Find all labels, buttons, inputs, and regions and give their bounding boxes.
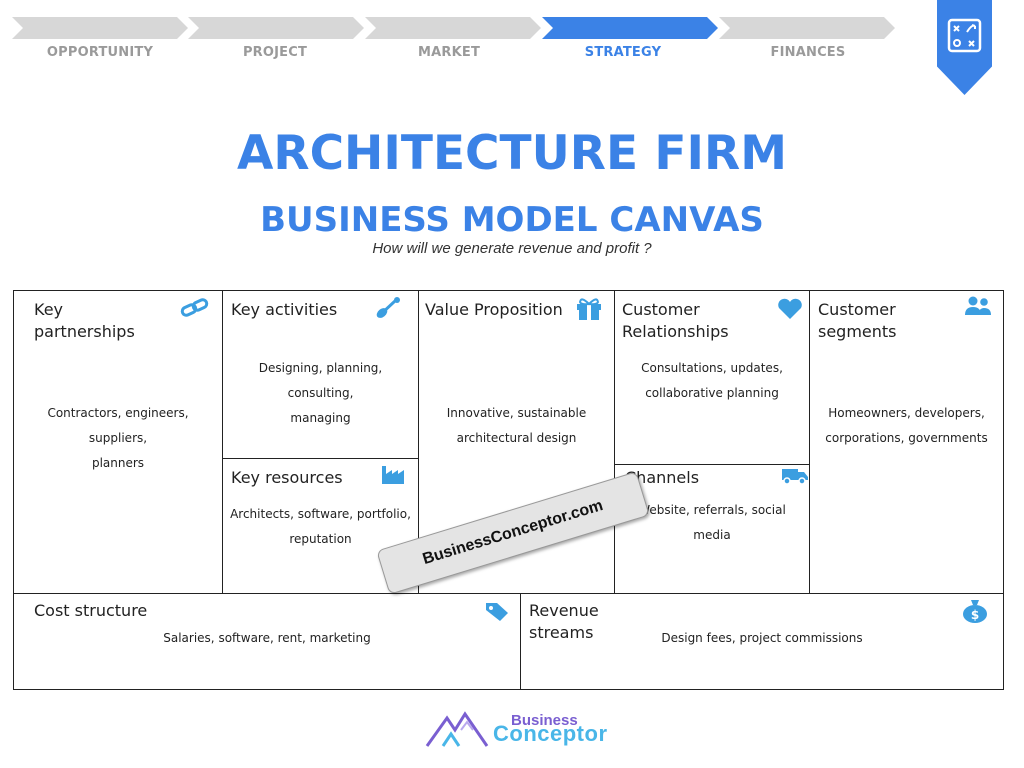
money-bag-icon: $ xyxy=(963,600,987,623)
mountain-logo-icon xyxy=(425,711,489,747)
key-resources-body: Architects, software, portfolio, reputat… xyxy=(230,507,411,546)
revenue-streams-title: Revenue streams xyxy=(529,601,599,642)
customer-segments-cell[interactable]: Customer segments Homeowners, developers… xyxy=(809,290,1004,594)
step-project-arrow[interactable] xyxy=(188,17,364,39)
key-partnerships-title: Key partnerships xyxy=(34,300,135,341)
customer-relationships-body: Consultations, updates, collaborative pl… xyxy=(641,361,783,400)
key-partnerships-body: Contractors, engineers, suppliers, plann… xyxy=(47,406,189,470)
channels-cell[interactable]: Channels Website, referrals, social medi… xyxy=(614,464,810,594)
customer-segments-title: Customer segments xyxy=(818,300,897,341)
key-partnerships-cell[interactable]: Key partnerships Contractors, engineers,… xyxy=(13,290,223,594)
revenue-streams-body: Design fees, project commissions xyxy=(661,631,863,645)
cost-structure-title: Cost structure xyxy=(34,601,148,620)
logo-conceptor-text: Conceptor xyxy=(493,721,608,746)
customer-relationships-cell[interactable]: Customer Relationships Consultations, up… xyxy=(614,290,810,465)
channels-title: Channels xyxy=(625,468,700,487)
customer-relationships-title: Customer Relationships xyxy=(622,300,729,341)
value-proposition-title: Value Proposition xyxy=(425,300,563,319)
gift-icon xyxy=(577,298,601,320)
key-activities-cell[interactable]: Key activities Designing, planning, cons… xyxy=(222,290,419,459)
customer-segments-body: Homeowners, developers, corporations, go… xyxy=(825,406,988,445)
value-proposition-body: Innovative, sustainable architectural de… xyxy=(446,406,587,445)
svg-text:$: $ xyxy=(971,608,979,622)
key-resources-title: Key resources xyxy=(231,468,343,487)
truck-icon xyxy=(782,469,808,485)
step-opportunity-arrow[interactable] xyxy=(12,17,188,39)
key-activities-body: Designing, planning, consulting, managin… xyxy=(258,361,383,425)
page-question: How will we generate revenue and profit … xyxy=(372,240,652,257)
channels-body: Website, referrals, social media xyxy=(638,503,786,542)
link-icon xyxy=(180,298,209,317)
shovel-icon xyxy=(376,297,400,318)
key-resources-cell[interactable]: Key resources Architects, software, port… xyxy=(222,458,419,594)
step-finances-arrow[interactable] xyxy=(719,17,895,39)
factory-icon xyxy=(382,466,404,484)
cost-structure-cell[interactable]: Cost structure Salaries, software, rent,… xyxy=(13,593,521,690)
page-subtitle: BUSINESS MODEL CANVAS xyxy=(260,200,764,240)
heart-icon xyxy=(778,298,802,319)
step-market-label[interactable]: MARKET xyxy=(417,45,481,60)
tag-icon xyxy=(486,603,508,621)
step-finances-label[interactable]: FINANCES xyxy=(770,45,846,60)
strategy-board-icon xyxy=(947,18,982,53)
revenue-streams-cell[interactable]: Revenue streams $ Design fees, project c… xyxy=(520,593,1004,690)
strategy-bookmark[interactable] xyxy=(937,0,992,95)
cost-structure-body: Salaries, software, rent, marketing xyxy=(163,631,371,645)
step-project-label[interactable]: PROJECT xyxy=(242,45,308,60)
step-strategy-arrow[interactable] xyxy=(542,17,718,39)
logo-business-text: Business xyxy=(511,712,578,729)
step-market-arrow[interactable] xyxy=(365,17,541,39)
users-icon xyxy=(965,296,991,315)
page-title: ARCHITECTURE FIRM xyxy=(237,126,787,181)
key-activities-title: Key activities xyxy=(231,300,338,319)
step-strategy-label[interactable]: STRATEGY xyxy=(584,45,662,60)
step-opportunity-label[interactable]: OPPORTUNITY xyxy=(46,45,154,60)
